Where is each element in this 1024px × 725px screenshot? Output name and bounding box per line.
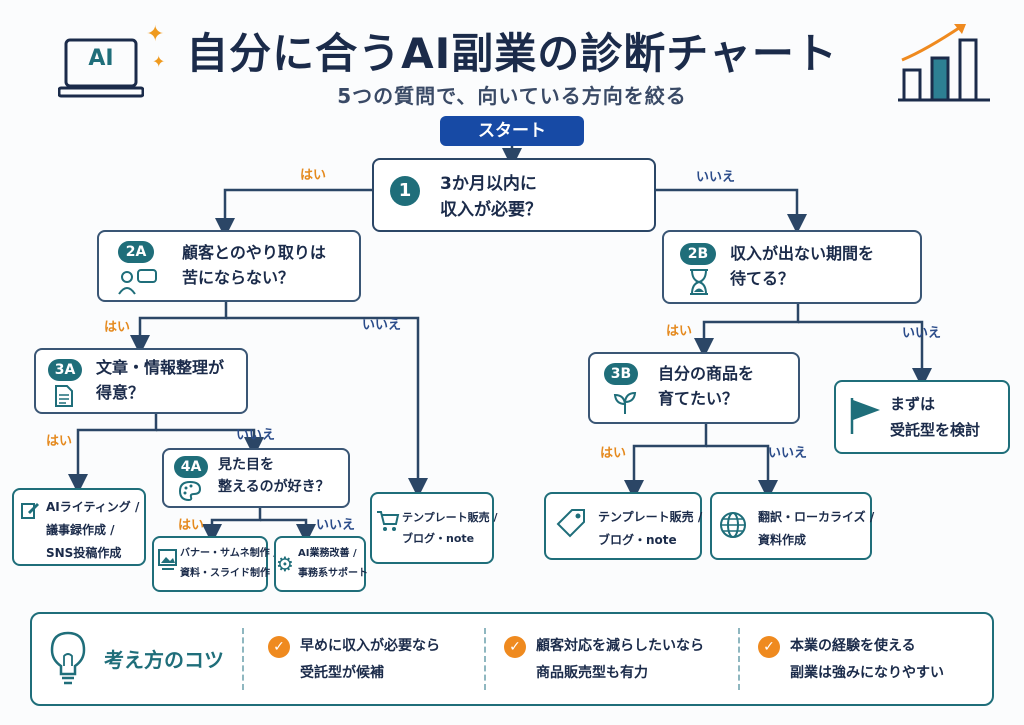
flag-icon: [848, 396, 882, 440]
check-icon: ✓: [268, 636, 290, 658]
result-office-box[interactable]: [274, 536, 366, 592]
result-translate-text: 翻訳・ローカライズ /資料作成: [758, 510, 875, 547]
pen-icon: [20, 500, 40, 524]
question-3b-badge: 3B: [604, 363, 638, 385]
result-consign-text: まずは受託型を検討: [890, 395, 981, 439]
q2a-no-label: いいえ: [362, 318, 402, 333]
result-consign-box[interactable]: [834, 380, 1010, 454]
tips-panel: [30, 612, 994, 706]
image-icon: [158, 548, 178, 574]
tag-icon: [554, 506, 588, 544]
q4a-yes-label: はい: [178, 518, 205, 533]
question-1-number: 1: [390, 176, 420, 206]
question-3a-badge: 3A: [48, 359, 82, 381]
question-3b-text: 自分の商品を育てたい？: [658, 364, 755, 408]
hourglass-icon: [688, 268, 710, 300]
result-writing-box[interactable]: [12, 488, 146, 566]
tips-title: 考え方のコツ: [104, 648, 224, 672]
question-2a-text: 顧客とのやり取りは苦にならない？: [182, 243, 326, 287]
tips-separator: [484, 628, 486, 690]
check-icon: ✓: [758, 636, 780, 658]
result-banner-box[interactable]: [152, 536, 268, 592]
question-3a-text: 文章・情報整理が得意？: [96, 358, 225, 402]
question-4a-badge: 4A: [174, 456, 208, 478]
growth-chart-icon: [896, 20, 992, 104]
result-template-a-text: テンプレート販売 /ブログ・note: [402, 511, 498, 545]
q2b-yes-label: はい: [666, 324, 693, 339]
q3a-no-label: いいえ: [236, 428, 276, 443]
chat-user-icon: [118, 268, 158, 300]
tips-separator: [738, 628, 740, 690]
tips-separator: [242, 628, 244, 690]
page-subtitle: 5つの質問で、向いている方向を絞る: [337, 84, 687, 108]
result-template-a-box[interactable]: [370, 492, 494, 564]
result-writing-text: AIライティング /議事録作成 /SNS投稿作成: [46, 500, 140, 560]
q3b-no-label: いいえ: [768, 446, 808, 461]
q2a-yes-label: はい: [104, 320, 131, 335]
question-2a-badge: 2A: [118, 241, 154, 263]
tip-item: 本業の経験を使える副業は強みになりやすい: [790, 638, 944, 681]
sparkle-small-icon: ✦: [152, 52, 166, 71]
q3b-yes-label: はい: [600, 446, 627, 461]
palette-icon: [178, 480, 202, 506]
laptop-icon: AI: [57, 38, 145, 100]
tip-item: 早めに収入が必要なら受託型が候補: [300, 638, 440, 681]
q4a-no-label: いいえ: [316, 518, 356, 533]
q1-yes-label: はい: [300, 168, 327, 183]
question-2b-text: 収入が出ない期間を待てる？: [730, 244, 875, 288]
document-icon: [54, 384, 74, 412]
sparkle-icon: ✦: [146, 22, 165, 47]
sprout-icon: [612, 390, 638, 420]
question-2b-badge: 2B: [680, 243, 716, 265]
result-office-text: AI業務改善 /事務系サポート: [298, 548, 368, 579]
q3a-yes-label: はい: [46, 434, 73, 449]
result-template-b-box[interactable]: [544, 492, 702, 560]
question-4a-text: 見た目を整えるのが好き？: [218, 457, 330, 495]
check-icon: ✓: [504, 636, 526, 658]
lightbulb-icon: [48, 630, 88, 690]
gear-icon: ⚙: [276, 552, 294, 576]
question-3a-box[interactable]: [34, 348, 248, 414]
laptop-label: AI: [88, 46, 114, 71]
tip-item: 顧客対応を減らしたいなら商品販売型も有力: [536, 638, 704, 681]
globe-icon: [718, 510, 748, 544]
q1-no-label: いいえ: [696, 170, 736, 185]
q2b-no-label: いいえ: [902, 326, 942, 341]
result-banner-text: バナー・サムネ制作 /資料・スライド制作: [180, 548, 277, 579]
start-label: スタート: [440, 116, 584, 146]
cart-icon: [376, 510, 400, 536]
page-title: 自分に合うAI副業の診断チャート: [186, 29, 838, 78]
question-1-text: 3か月以内に収入が必要？: [440, 174, 542, 221]
result-template-b-text: テンプレート販売 /ブログ・note: [598, 510, 703, 547]
